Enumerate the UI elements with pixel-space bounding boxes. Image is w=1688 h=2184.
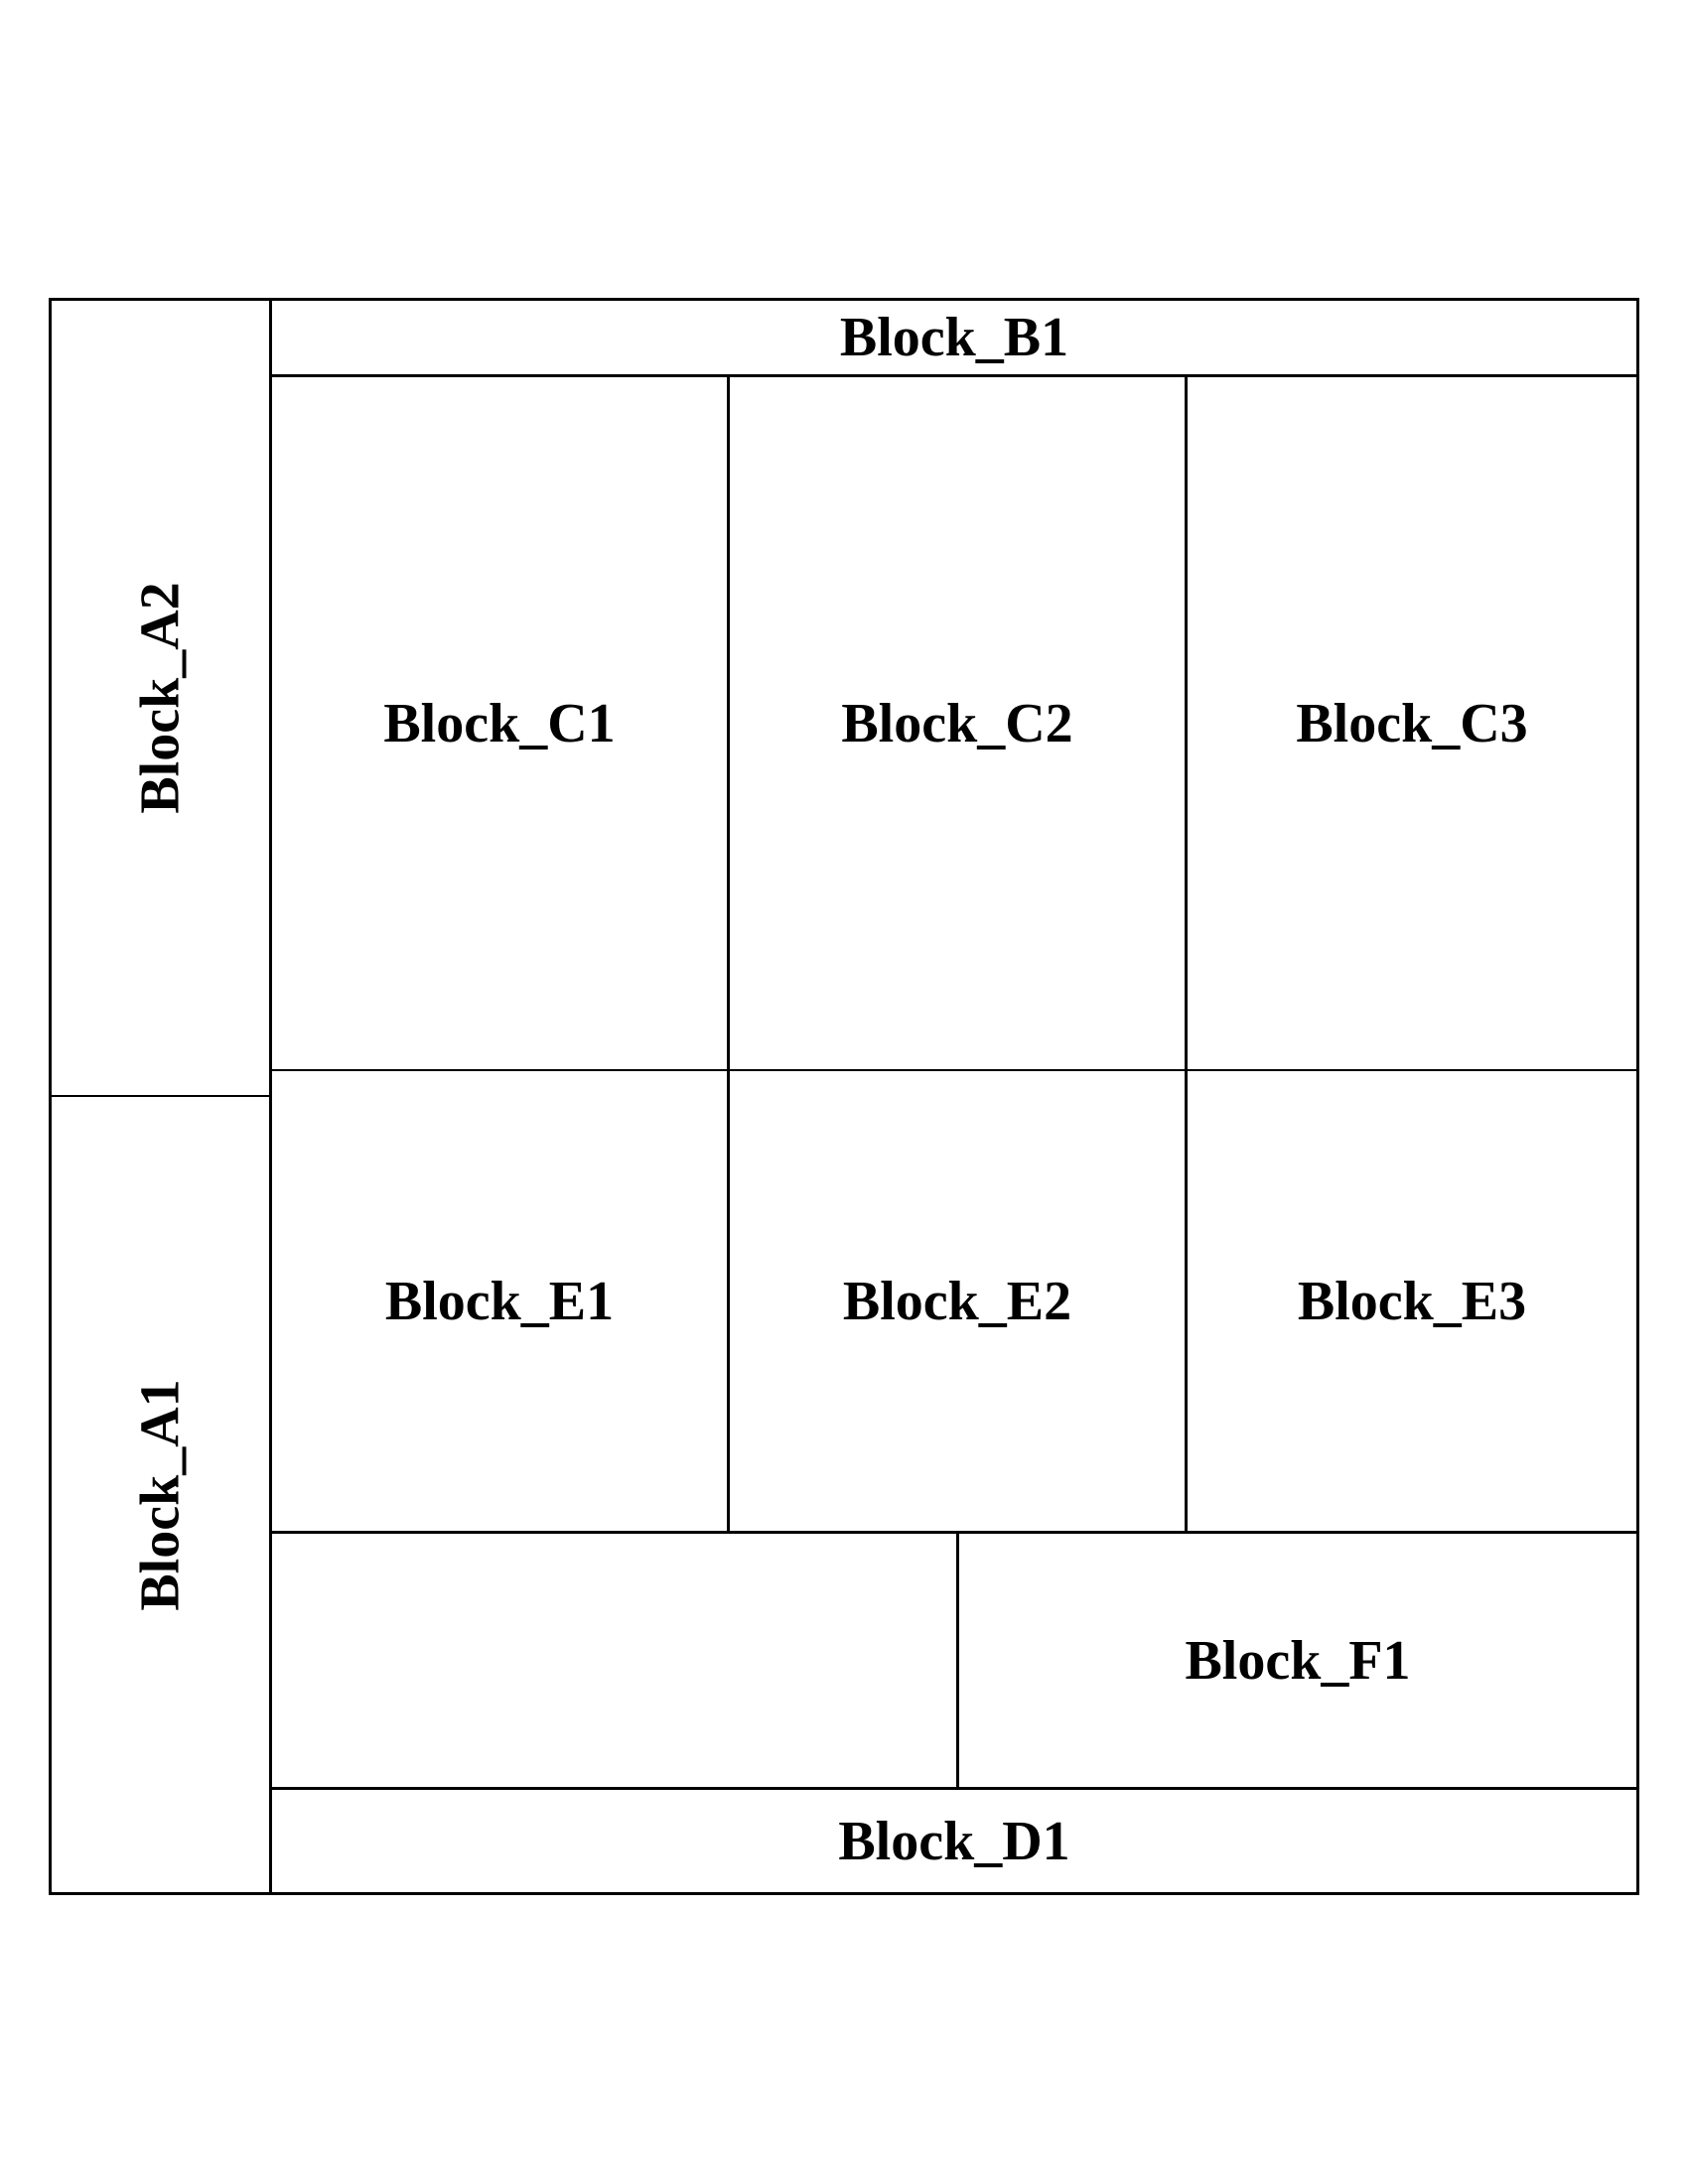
block-b1-label: Block_B1 [839,307,1069,368]
block-a2: Block_A2 [52,301,269,1095]
c-row-bottom-divider [269,1069,1639,1071]
block-e3: Block_E3 [1188,1071,1636,1531]
block-c2: Block_C2 [730,377,1185,1069]
block-f1: Block_F1 [959,1534,1636,1787]
block-c1-label: Block_C1 [383,692,616,754]
block-e3-label: Block_E3 [1297,1270,1527,1332]
block-c3-label: Block_C3 [1296,692,1528,754]
f-row-divider [956,1531,959,1790]
block-d1: Block_D1 [272,1790,1636,1892]
block-b1: Block_B1 [272,301,1636,374]
block-d1-label: Block_D1 [838,1810,1070,1872]
block-e2: Block_E2 [730,1071,1185,1531]
block-c1: Block_C1 [272,377,727,1069]
outer-border-right [1636,298,1639,1895]
block-c2-label: Block_C2 [841,692,1073,754]
block-f2-empty [272,1534,956,1787]
block-f1-label: Block_F1 [1185,1629,1411,1692]
block-e2-label: Block_E2 [842,1270,1072,1332]
block-e1-label: Block_E1 [384,1270,615,1332]
block-a1-label: Block_A1 [129,1378,192,1611]
outer-border-top [49,298,1639,301]
col-divider-2 [1185,374,1188,1534]
col-divider-1 [727,374,730,1534]
block-e1: Block_E1 [272,1071,727,1531]
block-c3: Block_C3 [1188,377,1636,1069]
b1-bottom-divider [269,374,1639,377]
f-row-bottom-divider [269,1787,1639,1790]
outer-border-bottom [49,1892,1639,1895]
e-row-bottom-divider [269,1531,1639,1534]
block-a1: Block_A1 [52,1097,269,1892]
block-a2-label: Block_A2 [129,582,192,814]
a-split-divider [49,1095,271,1097]
